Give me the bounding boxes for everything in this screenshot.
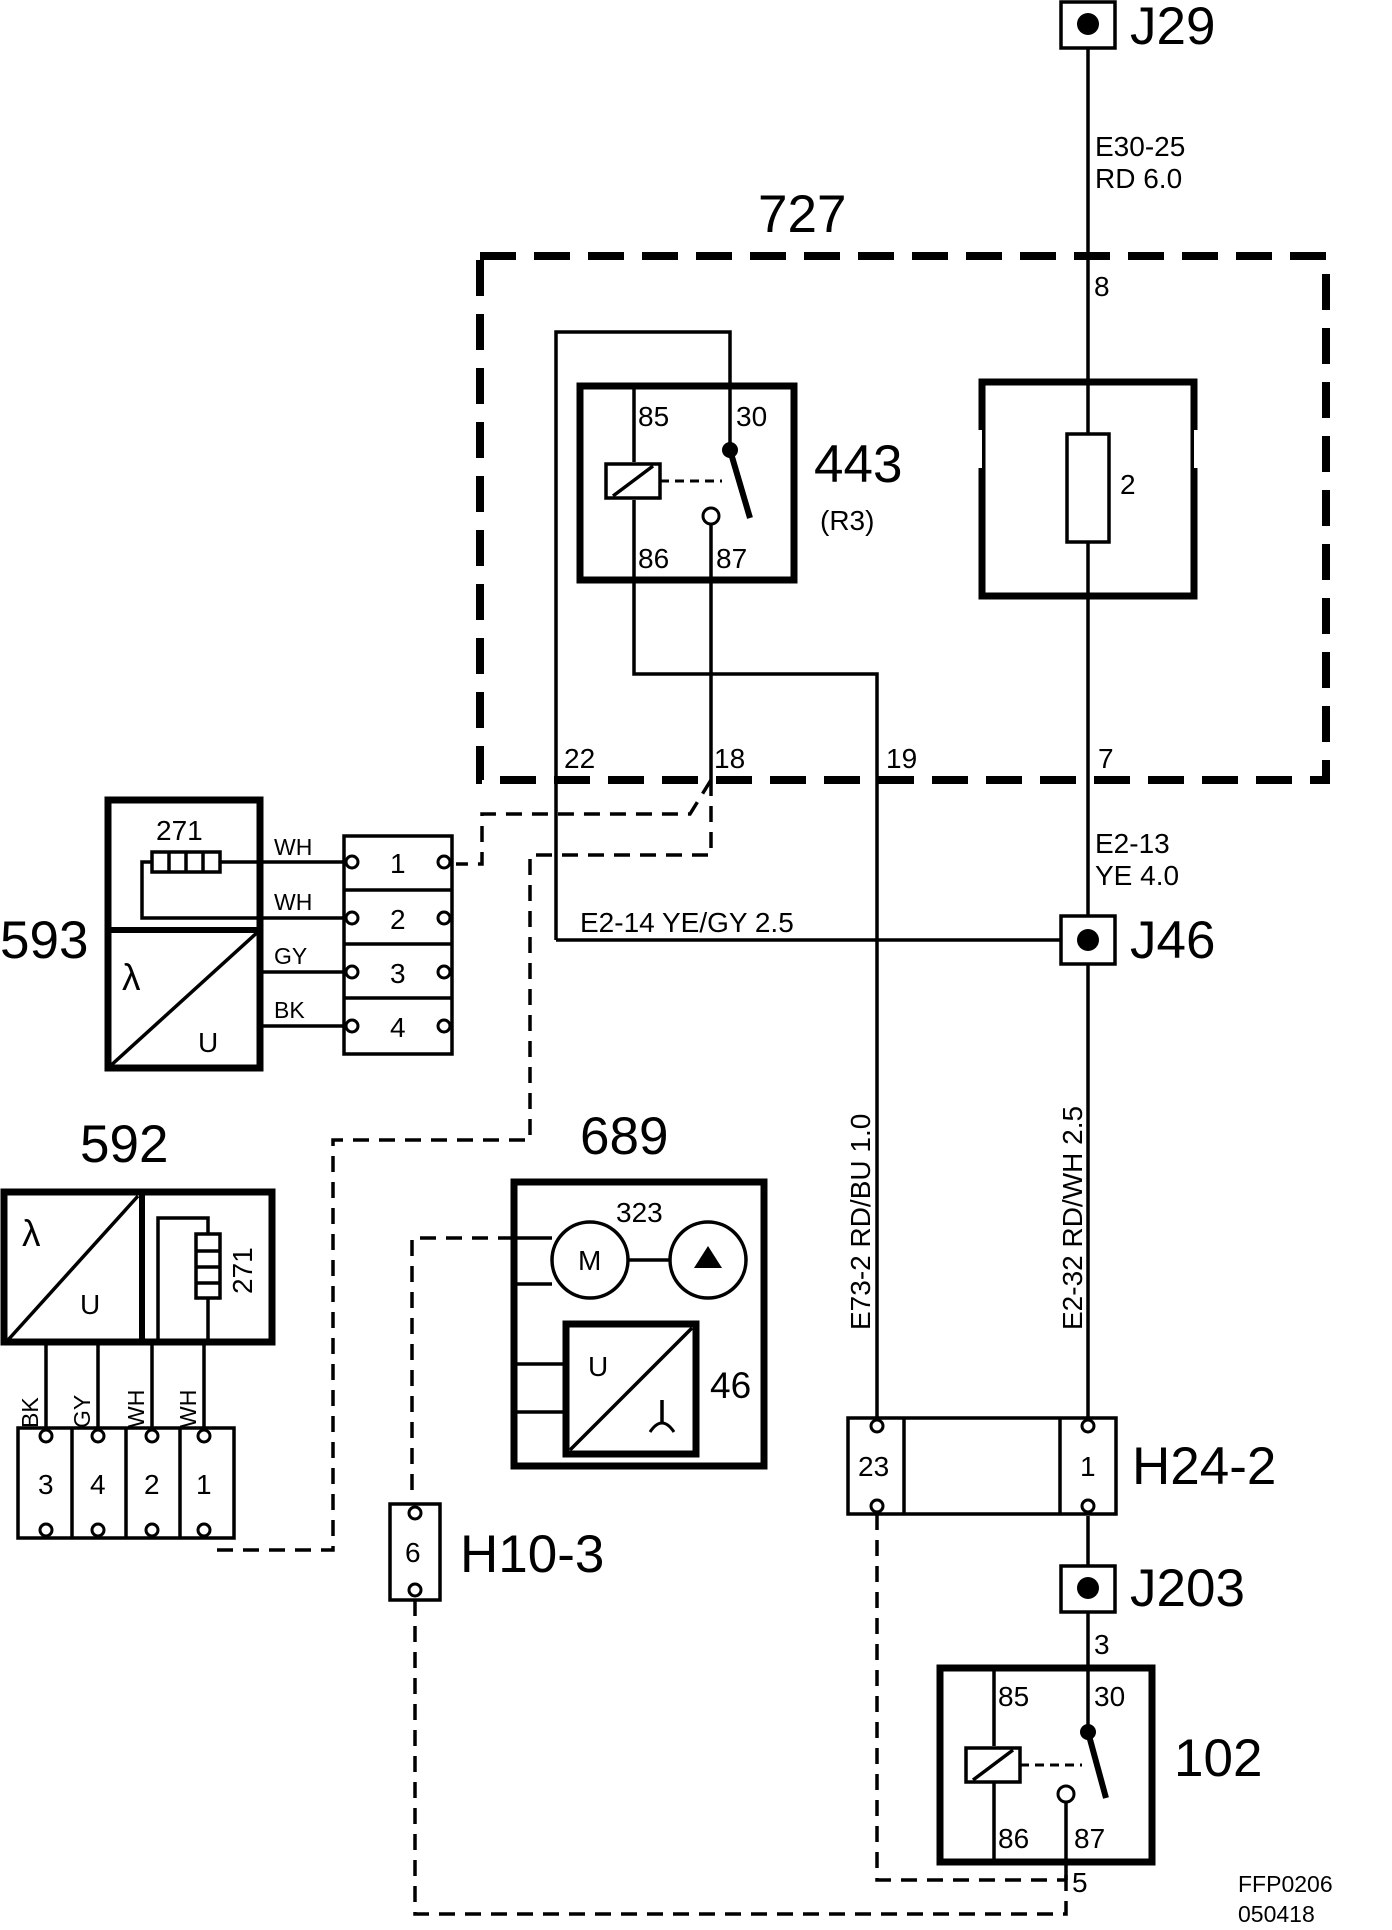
wire-color-592-3: WH bbox=[123, 1390, 149, 1428]
junction-j29: J29 bbox=[1059, 0, 1215, 56]
j46-label: J46 bbox=[1130, 911, 1215, 970]
connector-592-pin-d: 1 bbox=[196, 1469, 212, 1500]
figure-code: FFP0206 bbox=[1238, 1871, 1333, 1897]
wire-e73-2-label: E73-2 RD/BU 1.0 bbox=[845, 1114, 876, 1330]
j29-label: J29 bbox=[1130, 0, 1215, 56]
connector-593-pin-2: 2 bbox=[390, 904, 406, 935]
fuse-2-label: 2 bbox=[1120, 469, 1136, 500]
pin-19-label: 19 bbox=[886, 743, 917, 774]
connector-593: 1 2 3 4 bbox=[342, 834, 454, 1056]
pump-motor-m: M bbox=[578, 1245, 601, 1276]
fuse-holder: 2 bbox=[968, 378, 1208, 600]
dashed-wire-18-to-592 bbox=[208, 780, 713, 1552]
connector-h10-3: 6 H10-3 bbox=[388, 1502, 604, 1602]
wire-e2-14-label: E2-14 YE/GY 2.5 bbox=[580, 907, 794, 938]
oxygen-sensor-593: λ U 271 bbox=[104, 796, 264, 1072]
wire-color-592-1: BK bbox=[17, 1397, 43, 1428]
fuse-2 bbox=[1065, 432, 1111, 544]
sensor-592-lambda: λ bbox=[22, 1213, 41, 1254]
oxygen-sensor-592: λ U 271 bbox=[0, 1188, 276, 1346]
sensor-593-label: 593 bbox=[0, 911, 88, 970]
j203-label: J203 bbox=[1130, 1559, 1245, 1618]
connector-h24-2: 23 1 H24-2 bbox=[846, 1416, 1276, 1516]
junction-j46: J46 bbox=[1059, 911, 1215, 970]
connector-593-pin-1: 1 bbox=[390, 848, 406, 879]
wire-color-592-2: GY bbox=[69, 1395, 95, 1428]
relay-102: 85 30 86 87 102 bbox=[936, 1660, 1262, 1866]
relay-443-label: 443 bbox=[814, 435, 902, 494]
wire-color-592-4: WH bbox=[175, 1390, 201, 1428]
h10-label: H10-3 bbox=[460, 1525, 604, 1584]
wire-color-593-2: WH bbox=[274, 889, 312, 915]
sensor-593-u: U bbox=[198, 1027, 218, 1058]
dashed-wire-18-to-593 bbox=[456, 779, 713, 866]
unit-727-label: 727 bbox=[758, 185, 846, 244]
pin-7-label: 7 bbox=[1098, 743, 1114, 774]
h24-pin-23: 23 bbox=[858, 1451, 889, 1482]
connector-593-pin-4: 4 bbox=[390, 1012, 406, 1043]
relay-443-pin-87: 87 bbox=[716, 543, 747, 574]
pump-arrow-icon bbox=[694, 1246, 722, 1268]
h24-pin-1: 1 bbox=[1080, 1451, 1096, 1482]
wire-e30-25-color: RD 6.0 bbox=[1095, 163, 1182, 194]
relay-443-pin-30: 30 bbox=[736, 401, 767, 432]
pin-22-label: 22 bbox=[564, 743, 595, 774]
wire-e30-25-id: E30-25 bbox=[1095, 131, 1185, 162]
heater-271-label-592: 271 bbox=[227, 1247, 258, 1294]
relay-443-pin-85: 85 bbox=[638, 401, 669, 432]
dashed-wire-h10-to-102 bbox=[413, 1600, 1068, 1916]
junction-j203: J203 bbox=[1059, 1559, 1245, 1618]
relay-102-label: 102 bbox=[1174, 1729, 1262, 1788]
dashed-wire-h24-to-102 bbox=[875, 1514, 1066, 1882]
sensor-46-u: U bbox=[588, 1351, 608, 1382]
pump-module-689-label: 689 bbox=[580, 1107, 668, 1166]
sensor-592-u: U bbox=[80, 1289, 100, 1320]
wire-pin19 bbox=[632, 580, 879, 1418]
relay-102-pin-87: 87 bbox=[1074, 1823, 1105, 1854]
wire-color-593-4: BK bbox=[274, 997, 305, 1023]
relay-102-pin-86: 86 bbox=[998, 1823, 1029, 1854]
h10-pin-6: 6 bbox=[405, 1537, 421, 1568]
wire-e2-13-color: YE 4.0 bbox=[1095, 860, 1179, 891]
dashed-wire-689-to-h10 bbox=[410, 1236, 514, 1500]
fuel-float-icon bbox=[648, 1421, 676, 1433]
relay-102-pin-30: 30 bbox=[1094, 1681, 1125, 1712]
wire-color-593-1: WH bbox=[274, 834, 312, 860]
connector-592-pin-c: 2 bbox=[144, 1469, 160, 1500]
relay-443-sublabel: (R3) bbox=[820, 505, 874, 536]
sensor-592-label: 592 bbox=[80, 1115, 168, 1174]
fuel-pump-module-689: 323 M U 46 bbox=[510, 1178, 768, 1470]
connector-592: 3 4 2 1 bbox=[16, 1426, 236, 1540]
wire-e2-13-id: E2-13 bbox=[1095, 828, 1170, 859]
heater-271-label-593: 271 bbox=[156, 815, 203, 846]
relay-102-out-pin-5: 5 bbox=[1072, 1867, 1088, 1898]
sensor-593-lambda: λ bbox=[122, 957, 141, 998]
sensor-46-label: 46 bbox=[710, 1365, 751, 1406]
pump-323-label: 323 bbox=[616, 1197, 663, 1228]
pin-8-label: 8 bbox=[1094, 271, 1110, 302]
relay-102-pin-85: 85 bbox=[998, 1681, 1029, 1712]
h24-label: H24-2 bbox=[1132, 1437, 1276, 1496]
connector-592-pin-a: 3 bbox=[38, 1469, 54, 1500]
figure-date: 050418 bbox=[1238, 1901, 1315, 1927]
connector-593-pin-3: 3 bbox=[390, 958, 406, 989]
wire-color-593-3: GY bbox=[274, 943, 307, 969]
wire-e2-32-label: E2-32 RD/WH 2.5 bbox=[1057, 1106, 1088, 1330]
wire-pin22 bbox=[554, 330, 732, 940]
pin-18-label: 18 bbox=[714, 743, 745, 774]
j203-pin-3: 3 bbox=[1094, 1629, 1110, 1660]
unit-727-boundary bbox=[476, 252, 1330, 784]
relay-443-pin-86: 86 bbox=[638, 543, 669, 574]
connector-592-pin-b: 4 bbox=[90, 1469, 106, 1500]
relay-443: 85 30 86 87 443 (R3) bbox=[576, 382, 902, 584]
